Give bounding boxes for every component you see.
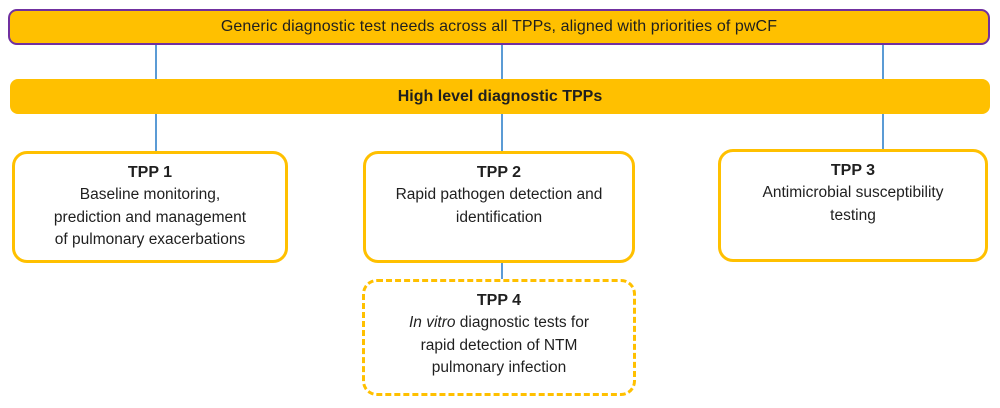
tpp4-lead-rest: diagnostic tests for [455,314,590,332]
tpp4-line-1: In vitro diagnostic tests for [365,312,633,334]
high-level-tpps-bar-label: High level diagnostic TPPs [397,87,603,105]
tpp2-line-1: Rapid pathogen detection and [395,186,603,204]
connector-bar-to-tpp3 [882,114,884,149]
connector-banner-to-bar-middle [501,45,503,79]
tpp3-box: TPP 3 Antimicrobial susceptibility testi… [718,149,988,262]
high-level-tpps-bar: High level diagnostic TPPs [10,79,990,114]
tpp4-line-3: pulmonary infection [431,359,567,377]
tpp1-title: TPP 1 [127,164,173,181]
generic-needs-banner: Generic diagnostic test needs across all… [8,9,990,45]
tpp1-line-3: of pulmonary exacerbations [54,231,246,249]
generic-needs-banner-label: Generic diagnostic test needs across all… [220,18,778,35]
tpp2-line-2: identification [455,208,543,226]
tpp4-line-2: rapid detection of NTM [420,336,578,354]
tpp2-title: TPP 2 [476,164,522,181]
tpp4-title: TPP 4 [476,292,522,309]
tpp3-line-1: Antimicrobial susceptibility [762,184,944,202]
tpp4-box: TPP 4 In vitro diagnostic tests for rapi… [362,279,636,396]
connector-bar-to-tpp1 [155,114,157,151]
connector-banner-to-bar-left [155,45,157,79]
tpp4-italic-lead: In vitro [408,314,456,332]
tpp3-line-2: testing [830,206,876,224]
tpp1-line-2: prediction and management [53,208,247,226]
tpp1-box: TPP 1 Baseline monitoring, prediction an… [12,151,288,263]
connector-bar-to-tpp2 [501,114,503,151]
connector-tpp2-to-tpp4 [501,263,503,279]
tpp1-line-1: Baseline monitoring, [79,186,221,204]
tpp2-box: TPP 2 Rapid pathogen detection and ident… [363,151,635,263]
connector-banner-to-bar-right [882,45,884,79]
tpp3-title: TPP 3 [830,162,876,179]
